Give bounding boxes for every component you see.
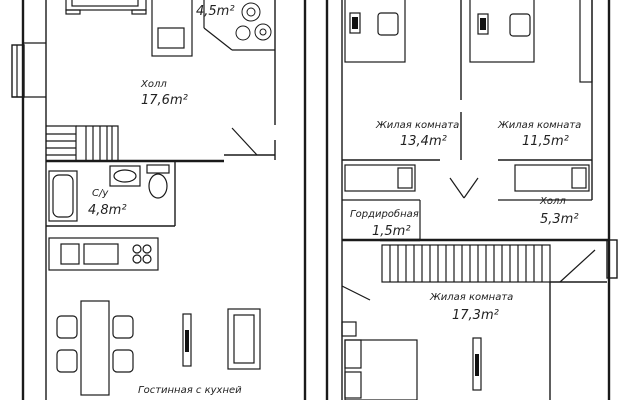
- room-name-wardrobe: Гордиробная: [350, 209, 419, 220]
- dining-table-icon: [56, 300, 134, 396]
- room-name-hall-3: Холл: [540, 196, 566, 207]
- bed-icon: [514, 164, 590, 192]
- sink-icon: [109, 165, 141, 187]
- staircase-icon: [381, 244, 551, 283]
- room-name-living: Гостинная с кухней: [138, 385, 242, 396]
- wardrobe-icon: [579, 0, 593, 83]
- room-area-bedroom-3: 17,3m²: [452, 308, 499, 323]
- desk-icon: [469, 0, 535, 63]
- armchair-sofa-icon: [227, 308, 261, 370]
- double-bed-icon: [341, 321, 418, 400]
- room-area-hall-3: 5,3m²: [540, 212, 579, 227]
- floor-2-plan: [325, 0, 618, 400]
- room-area-bedroom-2: 11,5m²: [522, 134, 569, 149]
- room-area-hall-2: 17,6m²: [141, 93, 188, 108]
- sofa-icon: [65, 0, 147, 15]
- room-name-bedroom-1: Жилая комната: [376, 120, 460, 131]
- floor-2-outer-wall: [325, 0, 611, 400]
- room-name-bathroom: С/у: [92, 188, 109, 199]
- room-area-bathroom: 4,8m²: [88, 203, 127, 218]
- room-name-bedroom-2: Жилая комната: [498, 120, 582, 131]
- floor-1-outer-wall: [21, 0, 307, 400]
- desk-icon: [344, 0, 406, 63]
- tv-icon: [472, 337, 482, 391]
- bathtub-icon: [48, 170, 78, 222]
- floor-1-plan: [11, 0, 307, 400]
- plant-icon: [235, 2, 272, 41]
- room-name-hall-2: Холл: [141, 79, 167, 90]
- room-area-bedroom-1: 13,4m²: [400, 134, 447, 149]
- staircase-icon: [46, 125, 119, 160]
- room-area-hall-1: 4,5m²: [196, 4, 235, 19]
- down-arrow-icon: [449, 177, 479, 199]
- bench-icon: [151, 0, 193, 57]
- floor-2-window: [606, 239, 618, 279]
- toilet-icon: [146, 164, 170, 199]
- room-area-wardrobe: 1,5m²: [372, 224, 411, 239]
- bed-icon: [344, 164, 416, 192]
- tv-icon: [182, 313, 192, 367]
- room-name-bedroom-3: Жилая комната: [430, 292, 514, 303]
- kitchen-counter-icon: [48, 237, 159, 271]
